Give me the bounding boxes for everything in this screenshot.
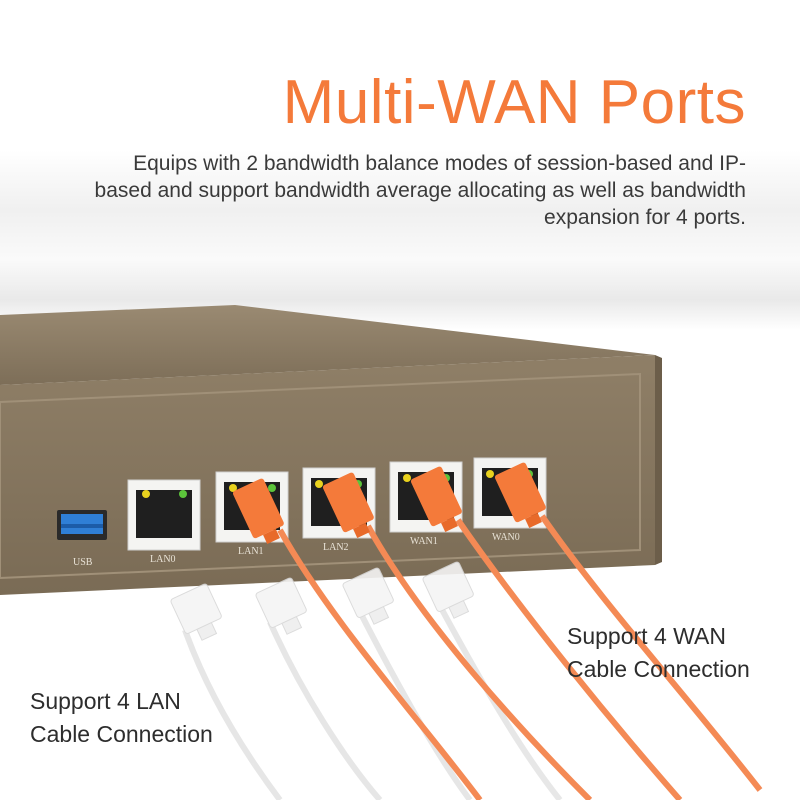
white-cables (170, 561, 563, 800)
orange-plug-lan1 (232, 478, 284, 544)
white-plug-1 (170, 583, 222, 641)
wan-callout-line1: Support 4 WAN (567, 623, 726, 649)
page-title: Multi-WAN Ports (282, 68, 746, 137)
wan-callout-line2: Cable Connection (567, 656, 750, 682)
orange-plug-wan1 (410, 466, 462, 532)
white-plug-4 (422, 561, 474, 619)
orange-plug-lan2 (322, 472, 374, 538)
usb-port: USB (57, 510, 107, 568)
port-label-lan0: LAN0 (150, 554, 176, 565)
chassis-side (655, 355, 662, 565)
port-label-lan1: LAN1 (238, 546, 264, 557)
page-description: Equips with 2 bandwidth balance modes of… (94, 152, 746, 229)
lan-callout: Support 4 LAN Cable Connection (30, 685, 213, 751)
chassis-top (0, 305, 655, 385)
lan-callout-line2: Cable Connection (30, 721, 213, 747)
port-label-wan1: WAN1 (410, 536, 438, 547)
port-lan0: LAN0 (127, 479, 201, 565)
lan-callout-line1: Support 4 LAN (30, 688, 181, 714)
port-label-lan2: LAN2 (323, 542, 349, 553)
white-plug-3 (342, 567, 394, 625)
port-label-wan0: WAN0 (492, 532, 520, 543)
wan-callout: Support 4 WAN Cable Connection (567, 620, 750, 686)
white-plug-2 (255, 577, 307, 635)
orange-plug-wan0 (494, 462, 546, 528)
usb-label: USB (73, 557, 93, 568)
orange-cables (232, 462, 763, 800)
front-panel (0, 372, 641, 580)
